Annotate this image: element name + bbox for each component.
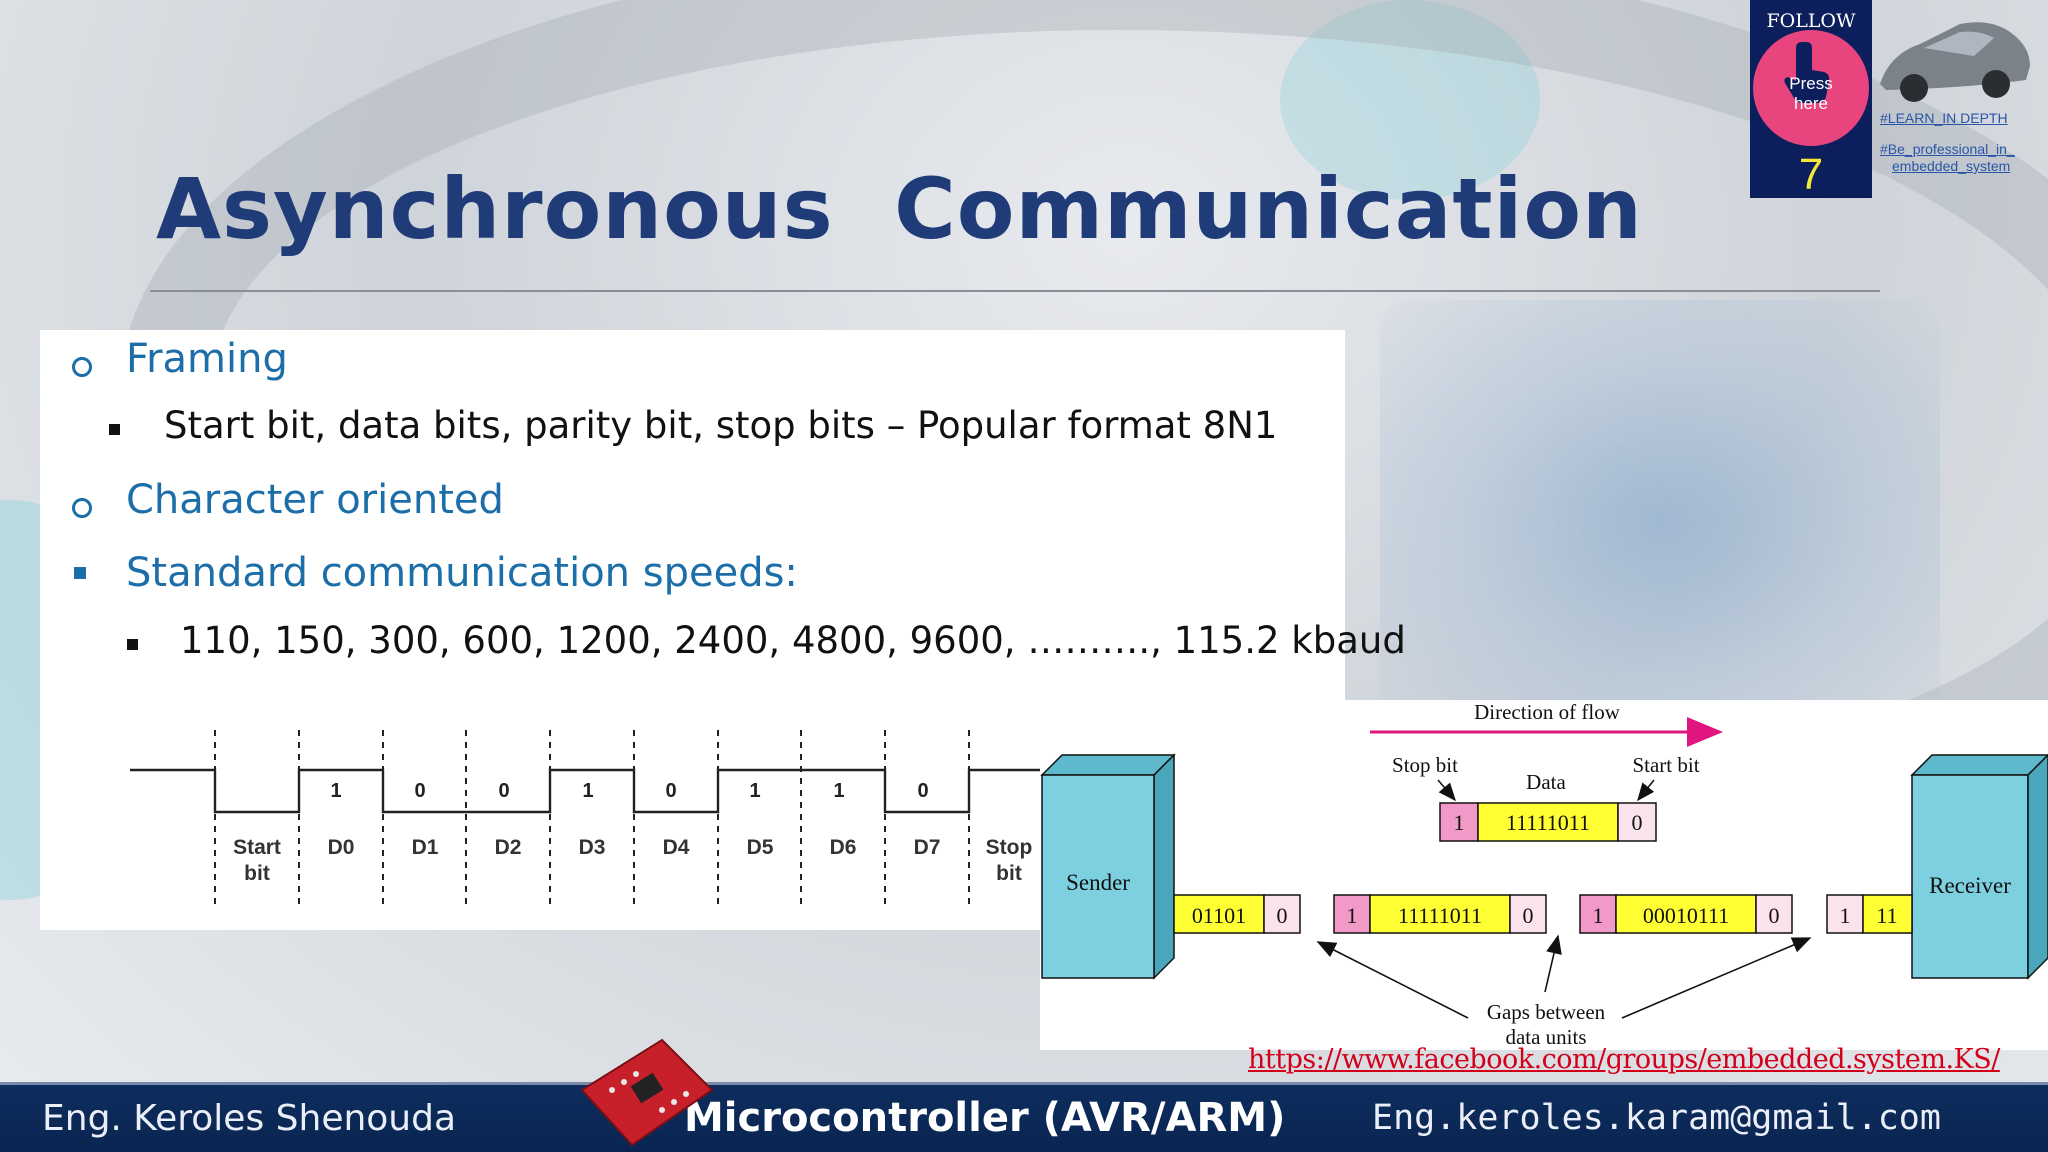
stop-bit-label: Stop [986, 836, 1033, 859]
start-bit-label: Start [233, 836, 281, 859]
bullet-framing: Framing [126, 336, 288, 382]
press-here-label: Press here [1750, 74, 1872, 114]
bit-value: 0 [665, 780, 676, 802]
start-bit-label: Start bit [1632, 753, 1699, 777]
start-bit-label: bit [244, 862, 270, 885]
unit-3-stop-value: 1 [1593, 903, 1604, 928]
here-text: here [1793, 94, 1829, 113]
start-bit-pointer [1637, 779, 1655, 802]
bit-value: 1 [833, 780, 844, 802]
unit-4-stop [1826, 894, 1864, 934]
stop-bit-label: Stop bit [1392, 753, 1458, 777]
gap-arrow [1316, 941, 1469, 1019]
unit-3-data-value: 00010111 [1643, 903, 1729, 928]
bit-label: D4 [663, 836, 690, 859]
background-engine-image [1380, 300, 1940, 740]
learn-in-depth-tag[interactable]: #LEARN_IN DEPTH [1880, 110, 2008, 126]
example-data-bits [1477, 802, 1619, 842]
footer-author: Eng. Keroles Shenouda [42, 1098, 457, 1139]
unit-2-data-value: 11111011 [1398, 903, 1482, 928]
stop-bit-pointer [1437, 779, 1456, 802]
receiver-box: Receiver [1910, 753, 2048, 980]
unit-2-stop [1333, 894, 1371, 934]
unit-2-stop-value: 1 [1347, 903, 1358, 928]
unit-2-data [1369, 894, 1511, 934]
bit-label: D2 [495, 836, 522, 859]
bit-label: D5 [747, 836, 774, 859]
unit-2-start-value: 0 [1523, 903, 1534, 928]
unit-4-stop-value: 1 [1840, 903, 1851, 928]
car-thumbnail-image [1880, 22, 2030, 102]
bit-value: 1 [330, 780, 341, 802]
example-stop-value: 1 [1454, 810, 1465, 835]
circle-bullet-icon [72, 498, 92, 518]
follow-us-badge[interactable]: FOLLOW US Press here 7 [1750, 0, 1872, 199]
bit-value: 0 [498, 780, 509, 802]
follow-count: 7 [1798, 150, 1824, 199]
gaps-label: Gaps between [1487, 1000, 1606, 1024]
embedded-system-tag[interactable]: embedded_system [1892, 158, 2011, 174]
bit-value: 0 [414, 780, 425, 802]
unit-4-data-value: 11 [1876, 903, 1897, 928]
bit-value: 1 [582, 780, 593, 802]
bit-label: D0 [328, 836, 355, 859]
bullet-frame-format: Start bit, data bits, parity bit, stop b… [164, 404, 1278, 447]
bit-label: D1 [412, 836, 439, 859]
unit-1-start-value: 0 [1277, 903, 1288, 928]
bit-label: D7 [914, 836, 941, 859]
footer-bar: Eng. Keroles Shenouda Microcontroller (A… [0, 1082, 2048, 1152]
unit-1-data [1173, 894, 1265, 934]
sender-box: Sender [1040, 753, 1176, 980]
unit-3-stop [1579, 894, 1617, 934]
bit-value: 1 [749, 780, 760, 802]
square-bullet-icon [109, 424, 120, 435]
slide-title: Asynchronous Communication [156, 160, 1643, 258]
bit-value: 0 [917, 780, 928, 802]
bullet-speeds: Standard communication speeds: [126, 550, 798, 596]
unit-1-data-value: 01101 [1192, 903, 1246, 928]
gap-arrow [1621, 937, 1812, 1019]
stop-bit-label: bit [996, 862, 1022, 885]
gap-arrow [1544, 934, 1562, 993]
microcontroller-board-icon [580, 1038, 714, 1147]
gaps-label: data units [1505, 1025, 1586, 1049]
example-data-value: 11111011 [1506, 810, 1590, 835]
bit-label: D3 [579, 836, 606, 859]
data-label: Data [1526, 770, 1566, 794]
unit-2-start [1509, 894, 1547, 934]
receiver-label: Receiver [1929, 873, 2011, 898]
square-bullet-icon [127, 639, 138, 650]
square-bullet-icon [74, 567, 86, 579]
facebook-group-link[interactable]: https://www.facebook.com/groups/embedded… [1248, 1044, 2000, 1075]
title-divider [150, 290, 1880, 292]
footer-email: Eng.keroles.karam@gmail.com [1372, 1098, 1941, 1138]
bit-boundaries [214, 730, 970, 910]
pointing-hand-icon [1784, 42, 1830, 103]
unit-1-start [1263, 894, 1301, 934]
circle-bullet-icon [72, 357, 92, 377]
unit-3-start-value: 0 [1769, 903, 1780, 928]
press-text: Press [1789, 74, 1833, 93]
example-start-bit [1617, 802, 1657, 842]
unit-4-data [1862, 894, 1913, 934]
frame-flow-diagram: Direction of flow Stop bit Data Start bi… [1040, 700, 2048, 1050]
direction-label: Direction of flow [1474, 700, 1621, 724]
sender-label: Sender [1066, 870, 1130, 895]
unit-3-data [1615, 894, 1757, 934]
uart-timing-diagram: 1 0 0 1 0 1 1 0 Start bit D0 D1 D2 D3 D4… [130, 730, 1040, 910]
bullet-speed-values: 110, 150, 300, 600, 1200, 2400, 4800, 96… [180, 619, 1406, 662]
unit-3-start [1755, 894, 1793, 934]
example-start-value: 0 [1632, 810, 1643, 835]
footer-course-title: Microcontroller (AVR/ARM) [684, 1095, 1286, 1141]
bullet-character-oriented: Character oriented [126, 477, 504, 523]
be-professional-tag[interactable]: #Be_professional_in_ [1880, 141, 2015, 157]
bit-label: D6 [830, 836, 857, 859]
timing-waveform [130, 768, 1040, 814]
